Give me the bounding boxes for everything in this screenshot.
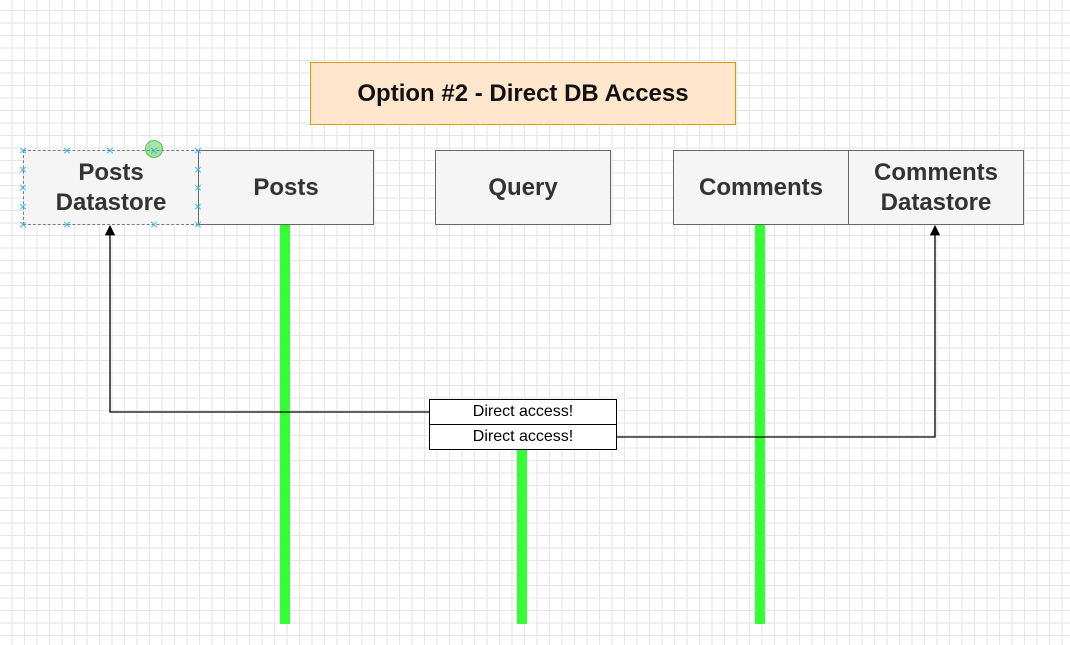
selection-handle-icon[interactable]: × <box>105 144 115 157</box>
query-node[interactable]: Query <box>435 150 611 225</box>
selection-handle-icon[interactable]: × <box>193 181 203 194</box>
diagram-title[interactable]: Option #2 - Direct DB Access <box>310 62 736 125</box>
edge-to-comments-datastore[interactable] <box>616 224 941 438</box>
selection-handle-icon[interactable]: × <box>149 144 159 157</box>
rotate-handle-icon[interactable] <box>145 140 163 158</box>
selection-handle-icon[interactable]: × <box>18 200 28 213</box>
edge-label-posts-datastore[interactable]: Direct access! <box>429 399 617 425</box>
selection-handle-icon[interactable]: × <box>18 181 28 194</box>
comments-datastore-node[interactable]: Comments Datastore <box>848 150 1024 225</box>
selection-handle-icon[interactable]: × <box>62 144 72 157</box>
edge-to-posts-datastore[interactable] <box>104 224 430 413</box>
comments-node[interactable]: Comments <box>673 150 849 225</box>
query-lifeline[interactable] <box>517 449 527 624</box>
selection-handle-icon[interactable]: × <box>18 144 28 157</box>
selection-handle-icon[interactable]: × <box>62 218 72 231</box>
selection-handle-icon[interactable]: × <box>193 218 203 231</box>
comments-lifeline[interactable] <box>755 224 765 624</box>
posts-lifeline[interactable] <box>280 224 290 624</box>
posts-node[interactable]: Posts <box>198 150 374 225</box>
selection-handle-icon[interactable]: × <box>18 163 28 176</box>
selection-handle-icon[interactable]: × <box>149 218 159 231</box>
edge-label-comments-datastore[interactable]: Direct access! <box>429 424 617 450</box>
selection-handle-icon[interactable]: × <box>193 163 203 176</box>
selection-handle-icon[interactable]: × <box>193 144 203 157</box>
selection-handle-icon[interactable]: × <box>18 218 28 231</box>
posts-datastore-node[interactable]: Posts Datastore <box>23 150 199 225</box>
selection-handle-icon[interactable]: × <box>193 200 203 213</box>
